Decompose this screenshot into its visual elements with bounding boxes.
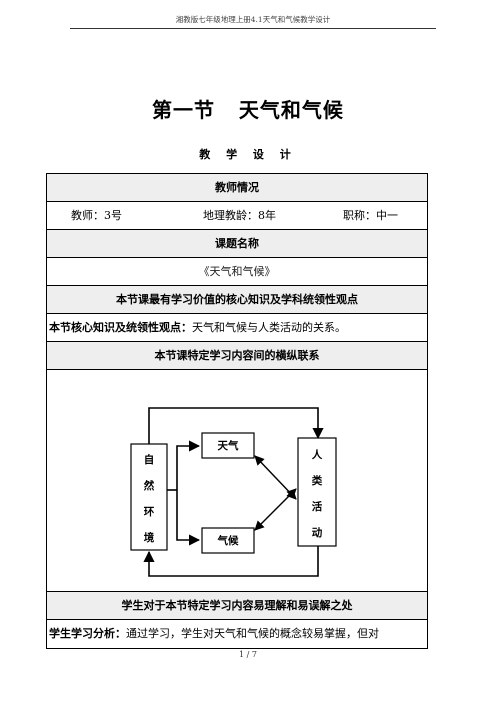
climate-box bbox=[201, 527, 255, 554]
core-knowledge-text: 天气和气候与人类活动的关系。 bbox=[192, 321, 346, 334]
weather-human-arrow bbox=[254, 455, 297, 500]
content-links-heading: 本节课特定学习内容间的横纵联系 bbox=[47, 342, 427, 370]
teacher-info-heading: 教师情况 bbox=[47, 174, 427, 202]
topic-heading: 课题名称 bbox=[47, 230, 427, 258]
topic-value: 《天气和气候》 bbox=[47, 258, 427, 286]
human-activity-box bbox=[297, 437, 337, 547]
natural-environment-box bbox=[130, 443, 168, 551]
nature-to-weather-arrow bbox=[176, 440, 201, 490]
page-title: 第一节 天气和气候 bbox=[152, 98, 344, 122]
teacher-info-row: 教师：3号 地理教龄：8年 职称：中一 bbox=[47, 202, 427, 230]
difficulty-heading: 学生对于本节特定学习内容易理解和易误解之处 bbox=[47, 592, 427, 620]
lesson-plan-table: 教师情况 教师：3号 地理教龄：8年 职称：中一 课题名称 《天气和气候》 本节… bbox=[46, 173, 428, 649]
right-box-char: 活 bbox=[312, 500, 323, 513]
difficulty-text: 通过学习，学生对天气和气候的概念较易掌握，但对 bbox=[126, 627, 379, 640]
climate-human-arrow bbox=[254, 488, 297, 531]
right-box-char: 动 bbox=[312, 526, 323, 539]
core-knowledge-label: 本节核心知识及统领性观点： bbox=[49, 321, 192, 334]
top-loop-arrow bbox=[148, 407, 324, 444]
climate-box-label: 气候 bbox=[217, 534, 239, 547]
weather-box bbox=[201, 432, 255, 459]
left-box-char: 环 bbox=[144, 506, 155, 518]
teacher-name: 教师：3号 bbox=[71, 209, 122, 222]
right-box-char: 类 bbox=[312, 474, 323, 487]
right-box-char: 人 bbox=[312, 448, 323, 461]
core-knowledge-heading: 本节课最有学习价值的核心知识及学科统领性观点 bbox=[47, 286, 427, 314]
difficulty-row: 学生学习分析：通过学习，学生对天气和气候的概念较易掌握，但对 bbox=[47, 620, 427, 648]
teaching-years: 地理教龄：8年 bbox=[203, 209, 276, 222]
difficulty-label: 学生学习分析： bbox=[49, 627, 126, 640]
relationship-diagram-svg: 自 然 环 境 人 类 活 动 天气 气候 bbox=[130, 407, 337, 577]
page-subtitle: 教 学 设 计 bbox=[199, 148, 297, 161]
teacher-rank: 职称：中一 bbox=[343, 209, 398, 222]
weather-box-label: 天气 bbox=[218, 439, 239, 452]
bottom-loop-arrow bbox=[143, 546, 319, 577]
left-box-char: 然 bbox=[143, 479, 155, 492]
left-box-char: 自 bbox=[144, 453, 155, 466]
running-header: 湘教版七年级地理上册4.1天气和气候教学设计 bbox=[70, 14, 436, 29]
core-knowledge-row: 本节核心知识及统领性观点：天气和气候与人类活动的关系。 bbox=[47, 314, 427, 342]
page-number: 1 / 7 bbox=[239, 650, 257, 659]
nature-to-climate-arrow bbox=[176, 490, 201, 546]
relationship-diagram: 自 然 环 境 人 类 活 动 天气 气候 bbox=[47, 370, 427, 592]
left-box-char: 境 bbox=[144, 531, 155, 544]
